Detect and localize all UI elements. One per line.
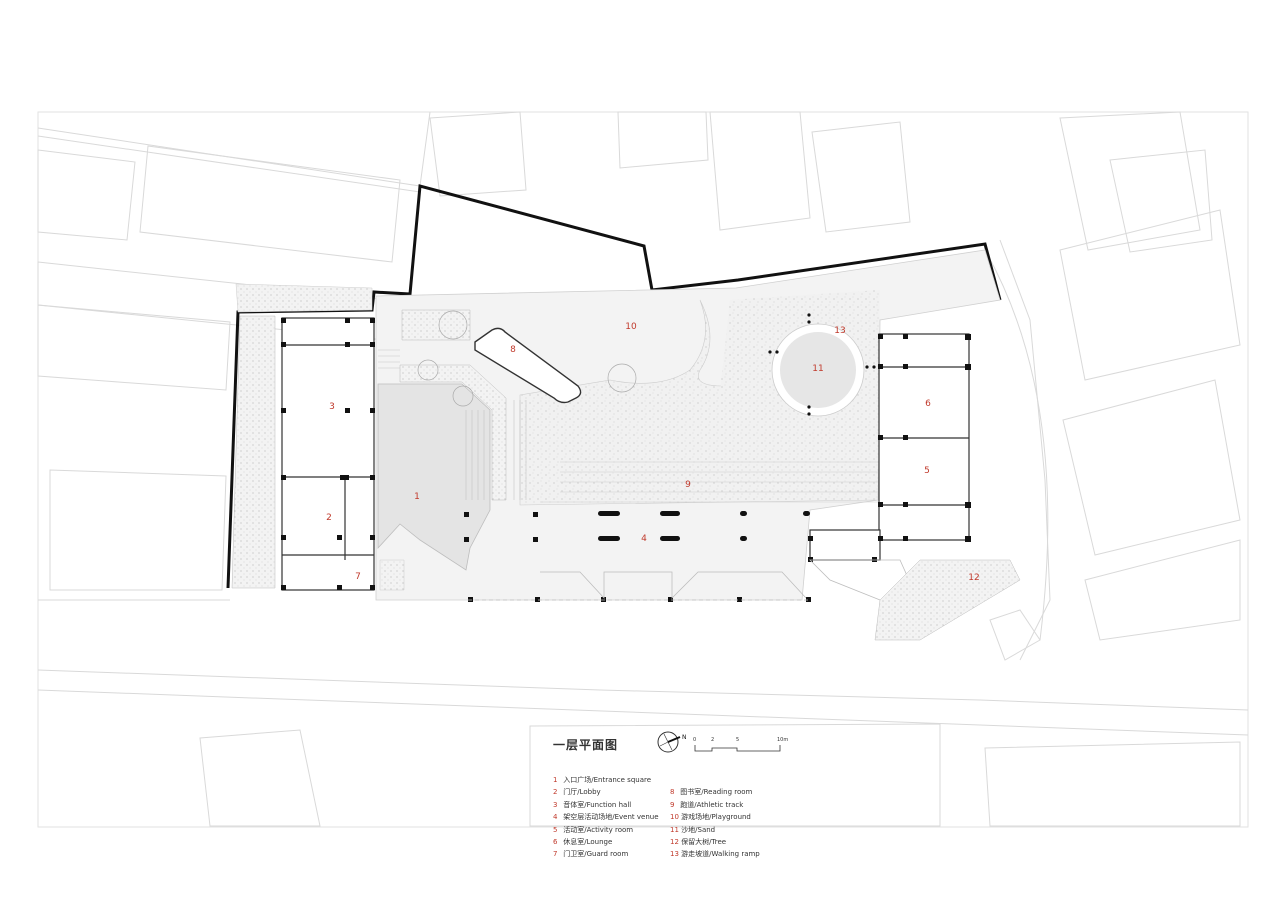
legend-item: 2 门厅/Lobby [553, 788, 601, 797]
legend-item: 5 活动室/Activity room [553, 825, 634, 834]
legend-item: 10 游戏场地/Playground [670, 813, 751, 822]
scale-tick-5: 5 [736, 737, 740, 743]
legend-item: 12 保留大树/Tree [670, 838, 727, 847]
north-court-planting [401, 309, 471, 341]
west-columns [281, 318, 375, 590]
west-building [281, 317, 375, 591]
legend-column-right: 8 图书室/Reading room 9 跑道/Athletic track 1… [670, 786, 760, 860]
north-planting [235, 283, 373, 313]
entrance-planting [399, 364, 507, 501]
legend-item: 8 图书室/Reading room [670, 788, 753, 797]
room-label-8: 8 [510, 345, 516, 355]
east-building [809, 333, 970, 561]
scale-bar: 0 2 5 10m [692, 737, 802, 757]
sand-pit [780, 332, 856, 408]
ramp-bollards [768, 313, 876, 416]
entrance-square [377, 383, 491, 571]
guard-planting [379, 559, 405, 591]
room-label-1: 1 [414, 492, 420, 502]
room-label-2: 2 [326, 513, 332, 523]
north-arrow-icon: N [657, 731, 687, 753]
legend-item: 6 休息室/Lounge [553, 838, 613, 847]
room-label-5: 5 [924, 466, 930, 476]
room-label-3: 3 [329, 402, 335, 412]
scale-tick-10: 10m [777, 737, 789, 743]
room-label-12: 12 [968, 573, 980, 583]
room-label-9: 9 [685, 480, 691, 490]
reading-room [474, 327, 582, 404]
west-planting [231, 315, 276, 589]
drawing-title: 一层平面图 [553, 738, 619, 752]
drawing-title-block: 一层平面图 [553, 734, 618, 753]
room-label-7: 7 [355, 572, 361, 582]
scale-bar-graphic [694, 745, 781, 752]
legend-item: 11 沙地/Sand [670, 825, 716, 834]
room-label-6: 6 [925, 399, 931, 409]
legend-column-left: 1 入口广场/Entrance square 2 门厅/Lobby 3 音体室/… [553, 774, 659, 861]
legend-item: 3 音体室/Function hall [553, 800, 632, 809]
east-columns [808, 334, 971, 562]
legend-item: 9 跑道/Athletic track [670, 800, 744, 809]
legend-item: 7 门卫室/Guard room [553, 850, 629, 859]
legend-item: 1 入口广场/Entrance square [553, 776, 652, 784]
legend-item: 4 架空层活动场地/Event venue [553, 813, 659, 822]
room-label-4: 4 [641, 534, 647, 544]
room-label-10: 10 [625, 322, 637, 332]
north-label: N [682, 734, 687, 741]
athletic-track [540, 461, 878, 503]
tree-planting-se [874, 559, 1021, 641]
room-label-11: 11 [812, 364, 824, 374]
event-venue-structure [464, 511, 811, 602]
scale-tick-2: 2 [711, 737, 715, 743]
legend-item: 13 游走坡道/Walking ramp [670, 850, 760, 859]
context-buildings [37, 111, 1249, 827]
steps [378, 349, 527, 500]
scale-tick-0: 0 [693, 737, 697, 743]
room-label-13: 13 [834, 326, 846, 336]
